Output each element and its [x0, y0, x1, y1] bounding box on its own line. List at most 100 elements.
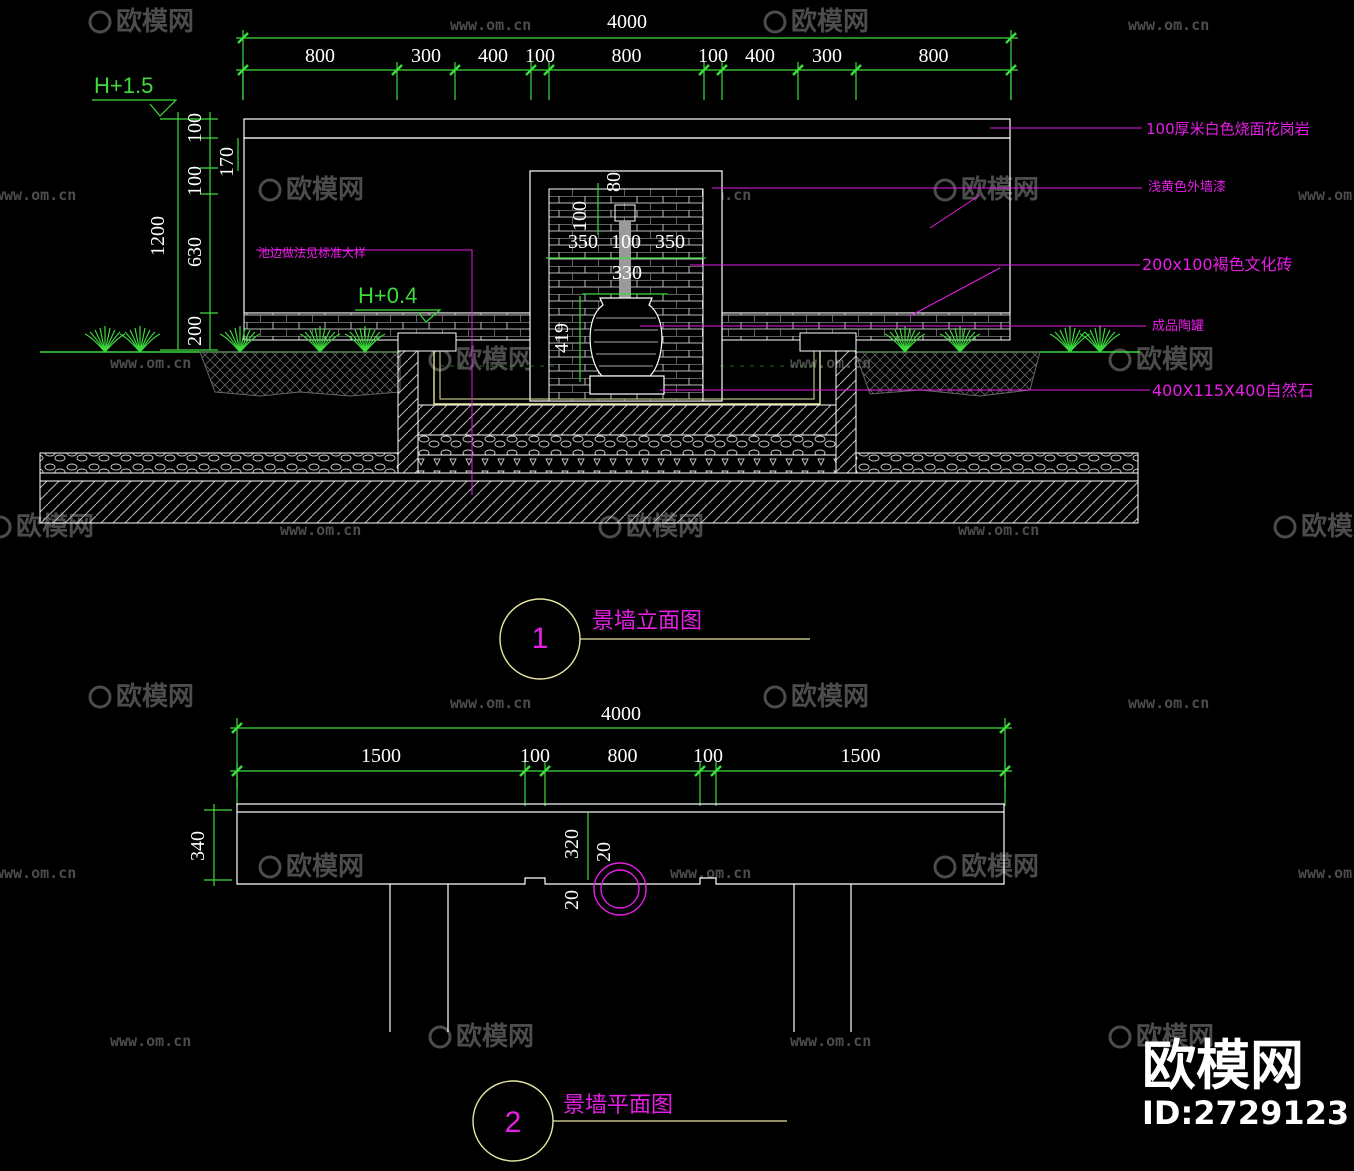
plan-offset-b: 20 — [561, 890, 583, 910]
dim-total-height: 1200 — [147, 216, 169, 256]
watermark-logo-icon — [258, 855, 282, 879]
watermark-brand: 欧模网 — [791, 6, 869, 37]
plan-depth: 340 — [187, 831, 209, 861]
watermark-brand: 欧模网 — [116, 681, 194, 712]
watermark-url: www.om.cn — [670, 864, 751, 882]
plan-urn — [593, 862, 647, 916]
plan-title-block: 2 景墙平面图 — [472, 1080, 787, 1162]
watermark-url: www.om.cn — [0, 186, 76, 204]
watermark-logo-icon — [1108, 1025, 1132, 1049]
brand-block: 欧模网 ID:2729123 — [1142, 1034, 1349, 1132]
watermark-logo-icon — [763, 10, 787, 34]
note-culture-brick: 200x100褐色文化砖 — [1142, 255, 1293, 274]
elevation-overall-width: 4000 — [607, 11, 647, 33]
niche-dim-left: 350 — [568, 231, 598, 253]
watermark-layer: 欧模网欧模网欧模网欧模网欧模网欧模网欧模网欧模网欧模网欧模网欧模网欧模网欧模网欧… — [0, 6, 1354, 1052]
dim-base-height: 200 — [184, 316, 206, 346]
elevation-segment-label: 100 — [525, 45, 555, 67]
watermark-logo-icon — [0, 515, 12, 539]
pool-slab — [417, 404, 837, 436]
plan-wall-outline — [236, 803, 1005, 1032]
watermark-url: www.om.cn — [790, 1032, 871, 1050]
watermark-brand: 欧模网 — [1301, 511, 1354, 542]
plan-dimension-lines — [204, 718, 1012, 886]
plan-offset-a: 20 — [593, 842, 615, 862]
elevation-dimension-lines — [236, 30, 1018, 100]
watermark-logo-icon — [88, 685, 112, 709]
watermark-logo-icon — [1108, 348, 1132, 372]
ground-and-planting — [40, 326, 1140, 397]
watermark-url: www.om.cn — [280, 521, 361, 539]
landscape-wall — [243, 118, 1011, 402]
watermark-brand: 欧模网 — [1136, 344, 1214, 375]
watermark-url: www.om.cn — [110, 1032, 191, 1050]
watermark-brand: 欧模网 — [286, 174, 364, 205]
niche-dimension-lines — [546, 183, 706, 382]
dim-wall-height: 630 — [184, 237, 206, 267]
watermark-logo-icon — [1273, 515, 1297, 539]
plan-inner-depth: 320 — [561, 829, 583, 859]
pool-section — [397, 332, 857, 474]
watermark-url: www.om.cn — [1128, 694, 1209, 712]
brick-base-left — [243, 312, 531, 341]
ceramic-urn — [589, 297, 665, 395]
niche-dim-spout: 100 — [569, 201, 591, 231]
watermark-logo-icon — [763, 685, 787, 709]
note-pool-edge: 池边做法见标准大样 — [258, 245, 366, 260]
watermark-brand: 欧模网 — [286, 851, 364, 882]
watermark-brand: 欧模网 — [116, 6, 194, 37]
svg-text:H+0.4: H+0.4 — [358, 283, 417, 308]
elevation-title-number: 1 — [532, 622, 549, 655]
watermark-url: www.om.cn — [1298, 864, 1354, 882]
granite-cap — [243, 118, 1011, 139]
watermark-brand: 欧模网 — [456, 344, 534, 375]
brand-logo-text: 欧模网 — [1142, 1034, 1304, 1097]
elevation-title-block: 1 景墙立面图 — [499, 598, 810, 680]
note-granite-cap: 100厚米白色烧面花岗岩 — [1146, 120, 1310, 138]
watermark-brand: 欧模网 — [456, 1021, 534, 1052]
watermark-logo-icon — [428, 1025, 452, 1049]
watermark-logo-icon — [258, 178, 282, 202]
watermark-brand: 欧模网 — [961, 174, 1039, 205]
watermark-brand: 欧模网 — [1136, 1021, 1214, 1052]
annotation-leaders — [256, 127, 1150, 495]
watermark-url: www.om.cn — [450, 694, 531, 712]
watermark-brand: 欧模网 — [961, 851, 1039, 882]
plan-segment-label: 1500 — [361, 745, 401, 767]
plan-title-number: 2 — [505, 1106, 522, 1139]
watermark-logo-icon — [88, 10, 112, 34]
niche-dim-spout-width: 100 — [611, 231, 641, 253]
elevation-title: 景墙立面图 — [592, 609, 702, 634]
elevation-vertical-dimensions — [160, 112, 239, 351]
elevation-segment-label: 300 — [411, 45, 441, 67]
level-marker-top: H+1.5 — [92, 73, 178, 117]
foundation-strata — [39, 452, 1139, 524]
plan-segment-label: 100 — [693, 745, 723, 767]
niche-dim-urn: 419 — [551, 323, 573, 353]
svg-text:H+1.5: H+1.5 — [94, 73, 153, 98]
dim-niche-offset: 170 — [216, 147, 238, 177]
dim-cap-height: 100 — [184, 113, 206, 143]
watermark-brand: 欧模网 — [791, 681, 869, 712]
elevation-segment-label: 800 — [919, 45, 949, 67]
niche-dim-right: 350 — [655, 231, 685, 253]
plan-segment-label: 100 — [520, 745, 550, 767]
note-ceramic-urn: 成品陶罐 — [1152, 318, 1204, 334]
watermark-url: www.om.cn — [450, 16, 531, 34]
note-natural-stone: 400X115X400自然石 — [1152, 381, 1314, 400]
watermark-logo-icon — [933, 178, 957, 202]
level-marker-pool: H+0.4 — [355, 283, 442, 323]
watermark-url: www.om.cn — [0, 864, 76, 882]
dim-band-height: 100 — [184, 166, 206, 196]
niche-dim-width: 330 — [612, 262, 642, 284]
plan-segment-label: 800 — [608, 745, 638, 767]
elevation-segment-label: 300 — [812, 45, 842, 67]
watermark-url: www.om.cn — [1298, 186, 1354, 204]
pool-coping-right — [799, 332, 857, 352]
elevation-segment-label: 100 — [698, 45, 728, 67]
elevation-segment-label: 400 — [745, 45, 775, 67]
elevation-segment-label: 400 — [478, 45, 508, 67]
